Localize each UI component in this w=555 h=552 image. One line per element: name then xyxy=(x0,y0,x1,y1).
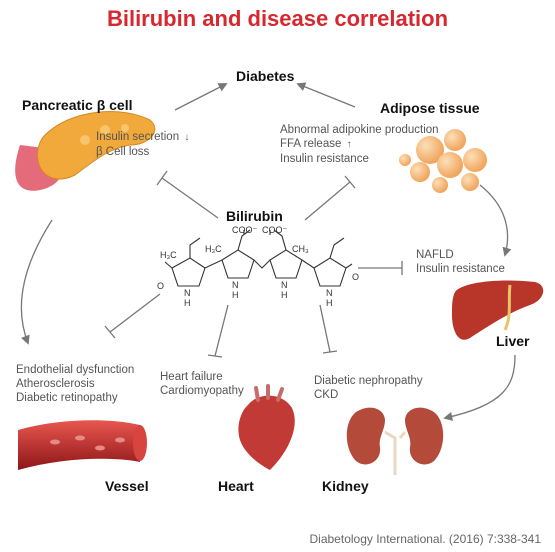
inhibit-heart xyxy=(214,304,229,357)
note-heart: Heart failure Cardiomyopathy xyxy=(160,370,244,398)
chem-h-1: H xyxy=(184,298,191,308)
chem-n-2: N xyxy=(232,280,239,290)
note-kidney: Diabetic nephropathy CKD xyxy=(314,374,423,402)
inhibit-adipose-bar xyxy=(344,175,356,189)
note-vessel-line1: Endothelial dysfunction xyxy=(16,364,135,376)
note-adipose: Abnormal adipokine production FFA releas… xyxy=(280,123,439,166)
note-kidney-line1: Diabetic nephropathy xyxy=(314,375,423,387)
up-arrow-icon: ↑ xyxy=(346,139,352,150)
note-vessel: Endothelial dysfunction Atherosclerosis … xyxy=(16,363,134,405)
note-liver: NAFLD Insulin resistance xyxy=(416,248,505,276)
note-kidney-line2: CKD xyxy=(314,389,339,401)
note-heart-line2: Cardiomyopathy xyxy=(160,385,244,397)
chem-n-1: N xyxy=(184,288,191,298)
node-liver: Liver xyxy=(496,333,530,349)
arrow-pancreas-to-diabetes xyxy=(174,83,228,111)
chem-h3c-1: H₃C xyxy=(160,250,177,260)
arrow-pancreas-to-vessel xyxy=(20,219,53,345)
chem-ch3: CH₃ xyxy=(292,244,309,254)
citation: Diabetology International. (2016) 7:338-… xyxy=(309,532,542,546)
chem-o-right: O xyxy=(352,272,360,282)
node-diabetes: Diabetes xyxy=(236,68,295,84)
note-vessel-line2: Atherosclerosis xyxy=(16,378,95,390)
inhibit-heart-bar xyxy=(207,354,223,358)
chem-o-left: O xyxy=(157,281,165,291)
note-pancreas-line2: β Cell loss xyxy=(96,146,150,158)
note-vessel-line3: Diabetic retinopathy xyxy=(16,392,118,404)
chem-cooh-1: COO⁻ xyxy=(232,225,258,235)
arrow-adipose-to-diabetes xyxy=(296,82,356,108)
kidney-illustration xyxy=(346,407,444,475)
note-adipose-line3: Insulin resistance xyxy=(280,153,369,165)
chem-n-4: N xyxy=(326,288,333,298)
inhibit-kidney xyxy=(319,304,331,353)
chem-h-2: H xyxy=(232,290,239,300)
inhibit-vessel-bar xyxy=(104,325,116,339)
arrow-liver-to-kidney xyxy=(443,354,516,421)
inhibit-pancreas xyxy=(161,177,219,219)
chem-n-3: N xyxy=(281,280,288,290)
chem-h-4: H xyxy=(326,298,333,308)
inhibit-adipose xyxy=(304,181,351,221)
note-pancreas: Insulin secretion ↓ β Cell loss xyxy=(96,130,191,159)
bilirubin-label: Bilirubin xyxy=(226,208,283,224)
down-arrow-icon: ↓ xyxy=(184,132,190,143)
node-kidney: Kidney xyxy=(322,478,369,494)
node-adipose: Adipose tissue xyxy=(380,100,480,116)
vessel-illustration xyxy=(18,420,147,470)
chem-h-3: H xyxy=(281,290,288,300)
note-pancreas-line1: Insulin secretion xyxy=(96,131,180,143)
liver-illustration xyxy=(452,280,544,340)
adipose-illustration xyxy=(399,129,487,193)
inhibit-kidney-bar xyxy=(322,350,338,354)
note-liver-line1: NAFLD xyxy=(416,249,454,261)
bilirubin-structure xyxy=(164,229,353,287)
note-adipose-line1: Abnormal adipokine production xyxy=(280,124,439,136)
inhibit-vessel xyxy=(109,293,161,333)
heart-illustration xyxy=(238,384,295,470)
chem-h3c-2: H₃C xyxy=(205,244,222,254)
node-vessel: Vessel xyxy=(105,478,149,494)
chem-cooh-2: COO⁻ xyxy=(262,225,288,235)
node-heart: Heart xyxy=(218,478,254,494)
inhibit-pancreas-bar xyxy=(156,170,168,186)
diagram-title: Bilirubin and disease correlation xyxy=(106,6,449,31)
note-heart-line1: Heart failure xyxy=(160,371,223,383)
arrow-adipose-to-liver xyxy=(479,184,512,257)
note-liver-line2: Insulin resistance xyxy=(416,263,505,275)
note-adipose-line2: FFA release xyxy=(280,138,342,150)
node-pancreas: Pancreatic β cell xyxy=(22,97,133,113)
pancreas-illustration xyxy=(15,111,156,191)
